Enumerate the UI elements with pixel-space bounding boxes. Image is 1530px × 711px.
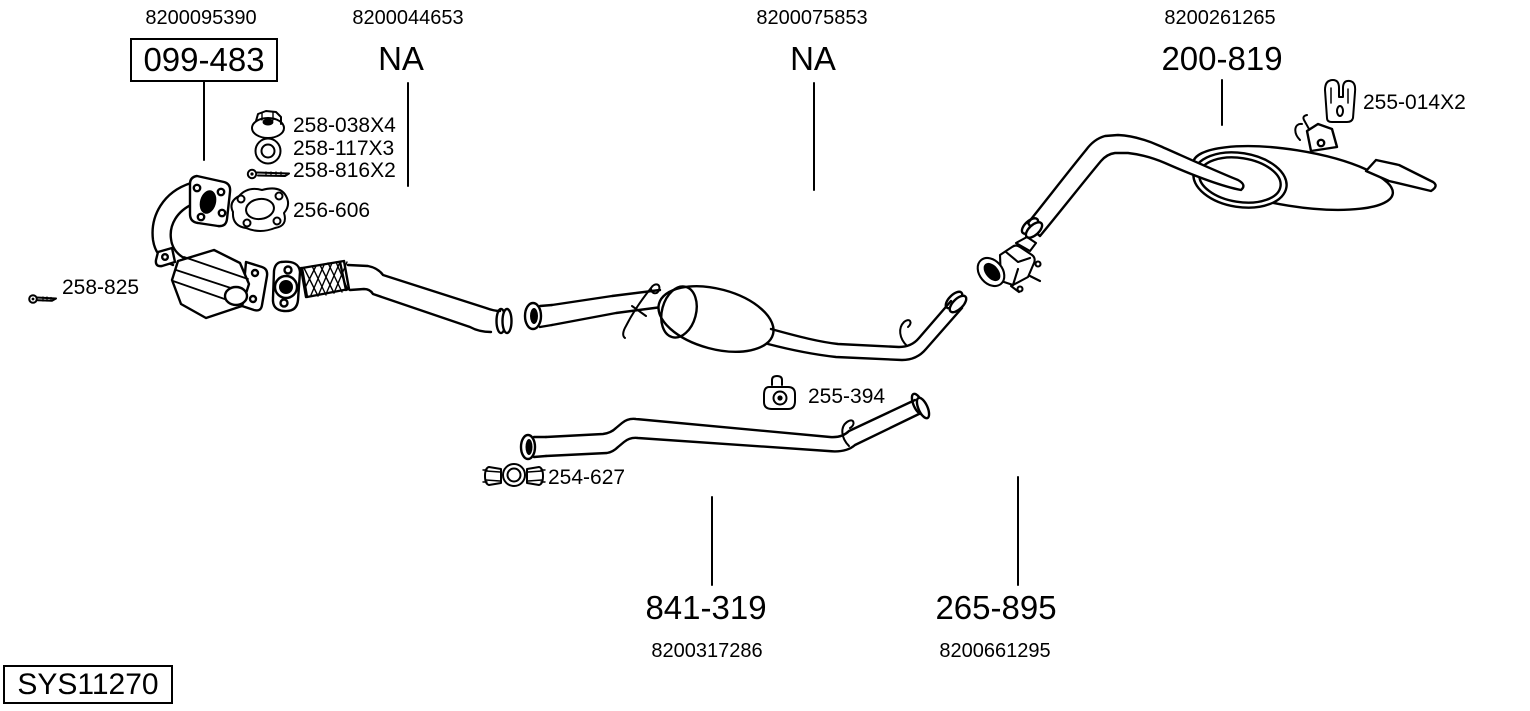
connecting-part-code: 841-319 (645, 589, 767, 626)
system-code-badge: SYS11270 (3, 665, 173, 704)
ring-seal-part-code: 258-117X3 (293, 137, 395, 160)
flex-oem-ref: 8200044653 (352, 7, 464, 29)
rubber-mount-icon (763, 375, 796, 410)
centre-part-code: NA (790, 40, 836, 77)
nut-part-code: 258-038X4 (293, 114, 396, 137)
bolt-icon (28, 294, 57, 304)
rubber-hanger-part-code: 255-014X2 (1363, 91, 1466, 114)
centre-oem-ref: 8200075853 (756, 7, 868, 29)
bolt-icon (246, 168, 290, 180)
connecting-oem-ref: 8200317286 (651, 640, 763, 662)
rubber-hanger-icon (1324, 79, 1357, 123)
clamp-joint-drawing (976, 235, 1042, 294)
front-part-code: 099-483 (143, 41, 265, 78)
system-code: SYS11270 (17, 667, 159, 701)
nut-icon (251, 110, 285, 139)
flex-part-code: NA (378, 40, 424, 77)
centre-silencer-drawing (523, 283, 968, 362)
rear-part-code: 200-819 (1161, 40, 1283, 77)
pipe-clamp-icon (482, 463, 546, 487)
rear-silencer-drawing (1020, 114, 1437, 239)
front-flex-pipe-drawing (271, 259, 513, 335)
rubber-mount-part-code: 255-394 (808, 385, 886, 408)
rear-oem-ref: 8200261265 (1164, 7, 1276, 29)
tail-oem-ref: 8200661295 (939, 640, 1051, 662)
front-oem-ref: 8200095390 (145, 7, 257, 29)
fitting-icons (28, 79, 1357, 487)
leader-lines (203, 79, 1223, 586)
front-part-code-box: 099-483 (130, 38, 278, 82)
tail-part-code: 265-895 (935, 589, 1057, 626)
bolt-part-code: 258-816X2 (293, 159, 396, 182)
connecting-pipe-drawing (519, 392, 931, 461)
gasket-icon (230, 187, 290, 232)
front-downpipe-catalyst-drawing (151, 174, 269, 320)
pipe-clamp-part-code: 254-627 (548, 466, 626, 489)
front-bolt-part-code: 258-825 (62, 276, 140, 299)
gasket-part-code: 256-606 (293, 199, 371, 222)
ring-seal-icon (254, 137, 282, 165)
